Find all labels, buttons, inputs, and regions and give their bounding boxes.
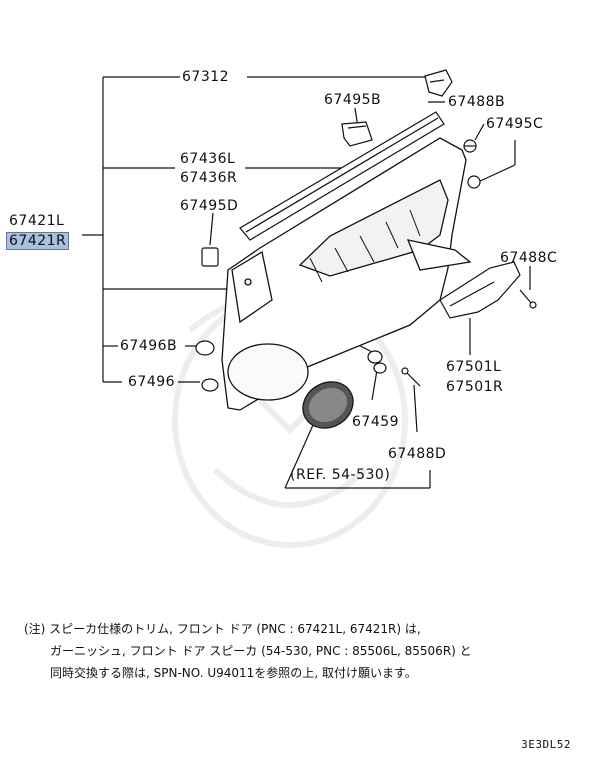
label-67312: 67312 <box>182 69 230 85</box>
label-67496b: 67496B <box>120 338 178 354</box>
weatherstrip-67436 <box>239 111 445 241</box>
label-67495d: 67495D <box>180 198 239 214</box>
screw-67488d <box>401 367 421 387</box>
clip-67496b <box>195 340 215 356</box>
clip-67495c <box>467 175 481 189</box>
note-line-1: (注) スピーカ仕様のトリム, フロント ドア (PNC : 67421L, 6… <box>24 622 421 636</box>
label-67459: 67459 <box>352 414 400 430</box>
label-67436l: 67436L <box>180 151 236 167</box>
clip-67495d <box>201 247 219 267</box>
note-line-2: ガーニッシュ, フロント ドア スピーカ (54-530, PNC : 8550… <box>50 644 472 658</box>
label-67436r: 67436R <box>180 170 238 186</box>
grommet-67459 <box>367 350 387 374</box>
clip-67312 <box>424 69 453 97</box>
label-67501r: 67501R <box>446 379 504 395</box>
screw-67488b <box>463 139 477 153</box>
screw-67488c <box>519 289 537 309</box>
label-67421l: 67421L <box>9 213 65 229</box>
note-text: (注) スピーカ仕様のトリム, フロント ドア (PNC : 67421L, 6… <box>24 618 594 684</box>
label-67496: 67496 <box>128 374 176 390</box>
door-trim-illustration <box>82 69 537 548</box>
grip-handle-67501 <box>439 261 521 319</box>
clip-67496 <box>201 378 219 392</box>
reference-label: (REF. 54-530) <box>290 467 391 483</box>
clip-67495b <box>341 121 373 147</box>
speaker-grille <box>302 381 354 429</box>
label-67488d: 67488D <box>388 446 447 462</box>
label-67421r-highlighted[interactable]: 67421R <box>6 232 70 250</box>
label-67495c: 67495C <box>486 116 544 132</box>
label-67495b: 67495B <box>324 92 382 108</box>
label-67488c: 67488C <box>500 250 558 266</box>
label-67488b: 67488B <box>448 94 506 110</box>
diagram-code: 3E3DL52 <box>521 738 571 751</box>
parts-diagram: 67312 67495B 67488B 67495C 67436L 67436R… <box>6 69 558 548</box>
note-line-3: 同時交換する際は, SPN-NO. U94011を参照の上, 取付け願います。 <box>50 666 417 680</box>
label-67501l: 67501L <box>446 359 502 375</box>
door-trim-panel <box>221 137 472 411</box>
